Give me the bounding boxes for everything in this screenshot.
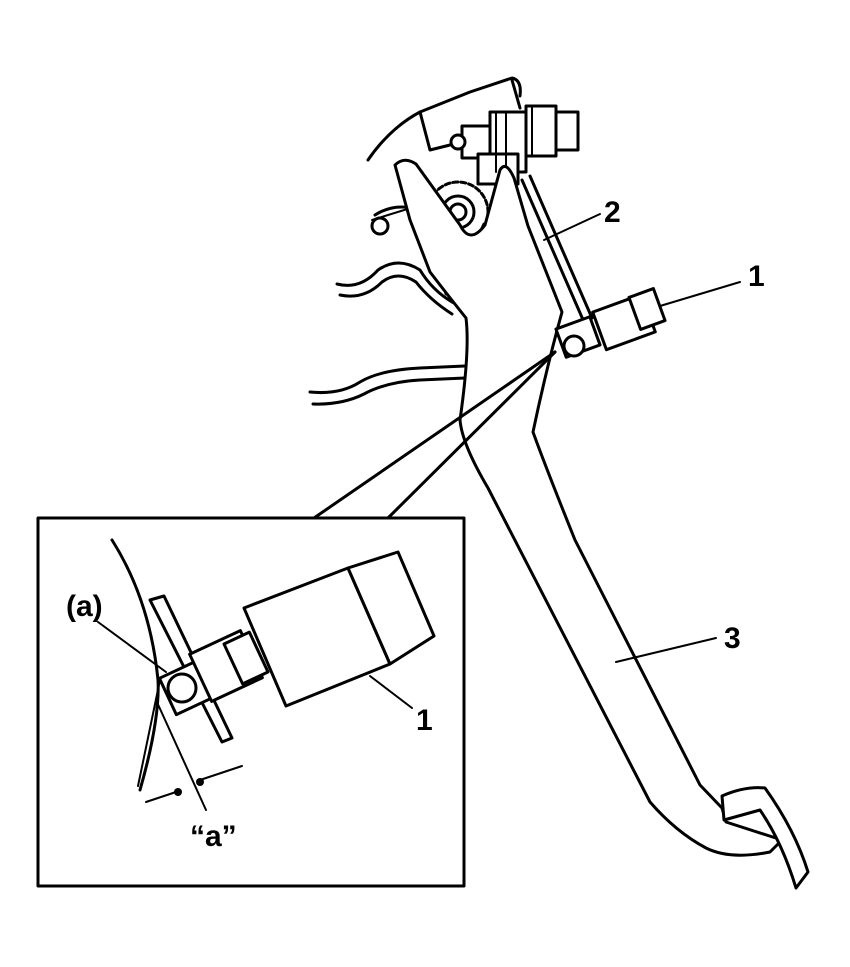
clutch-pedal-switch [554,287,667,359]
magnification-lines [312,350,557,520]
pedal-switch-top [449,78,580,186]
inset-callout-1: 1 [416,704,433,737]
wiring-harness [308,261,467,406]
callout-1: 1 [748,260,765,293]
clutch-pedal-arm [393,158,784,857]
callout-2: 2 [604,196,621,229]
dimension-gap-a: “a” [190,820,237,853]
callout-leaders [543,213,741,663]
callout-3: 3 [724,622,741,655]
detail-inset [36,516,466,888]
pedal-stopper-rod [520,174,594,324]
pedal-pad [720,786,810,890]
callout-point-a: (a) [66,590,103,623]
